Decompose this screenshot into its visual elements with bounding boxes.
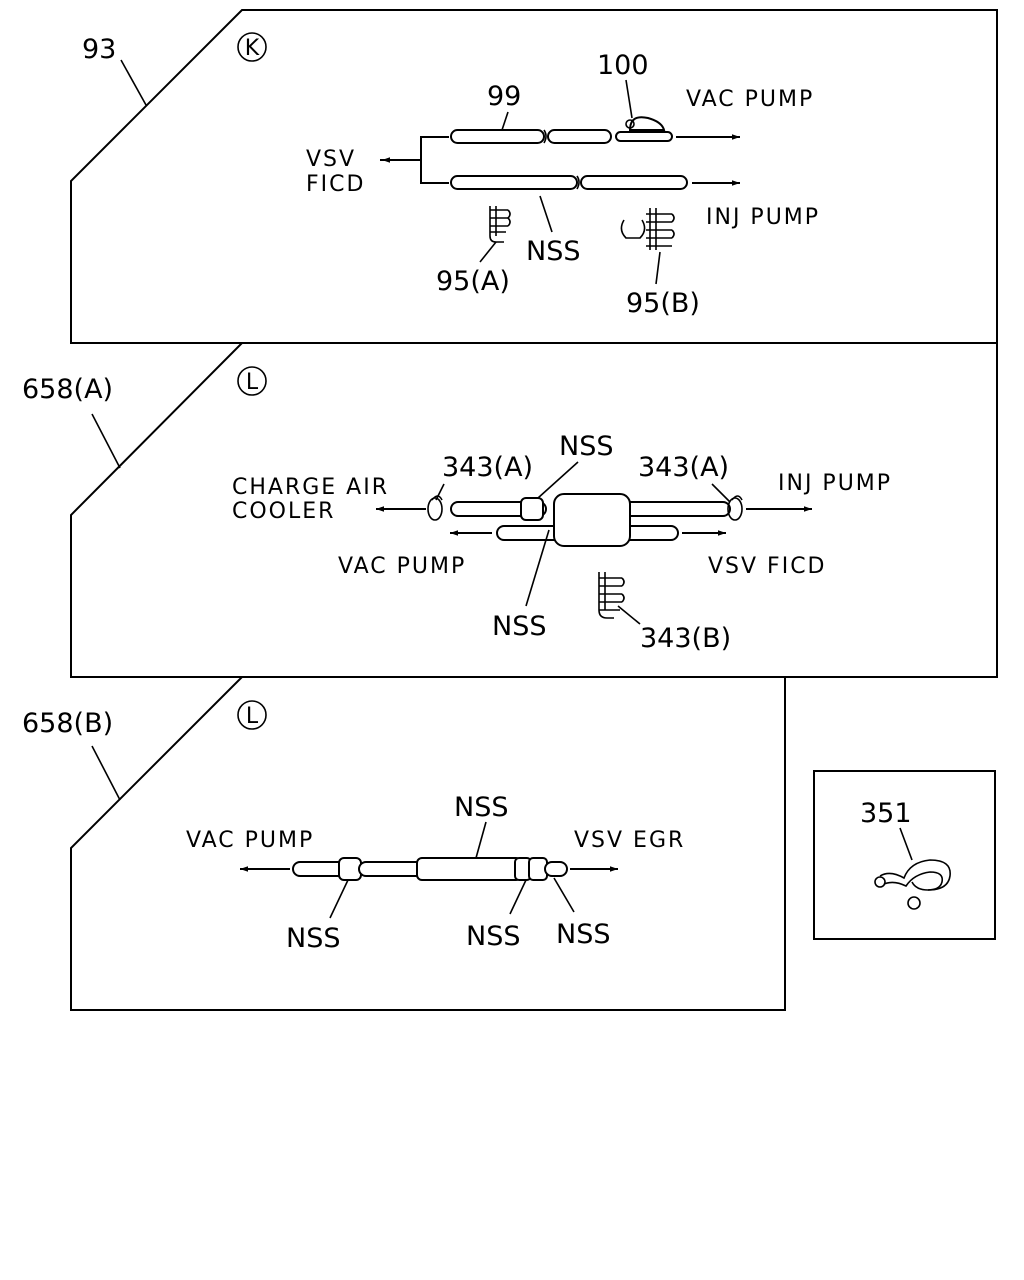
cooler-label: COOLER (232, 499, 335, 524)
hose-nss (450, 175, 688, 190)
vac-pump-label: VAC PUMP (338, 554, 466, 579)
clip-95b-label: 95(B) (626, 288, 700, 319)
nss-left-label: NSS (286, 923, 340, 954)
pipe-upper-right (619, 501, 731, 517)
vsv-egr-label: VSV EGR (574, 828, 685, 853)
charge-air-label: CHARGE AIR (232, 475, 389, 500)
clip-95b (620, 208, 675, 250)
vac-pump-label: VAC PUMP (686, 87, 814, 112)
nss-bottom-label: NSS (492, 611, 546, 642)
pipe-mid-left (358, 861, 424, 877)
part-351-label: 351 (860, 798, 912, 829)
callout-658a: 658(A) (22, 374, 113, 405)
callout-leader (91, 745, 121, 801)
clip-343b (598, 572, 625, 619)
sleeve-nss (520, 497, 544, 521)
panel-l-b-border (70, 676, 786, 1011)
inj-pump-label: INJ PUMP (778, 471, 892, 496)
part-100-fitting (628, 116, 666, 131)
clip-95a-label: 95(A) (436, 266, 510, 297)
clamp-343a-right (727, 495, 743, 521)
panel-l-a: 658(A) L 343(A) 343(A) NSS (22, 342, 998, 678)
nss-mid-label: NSS (466, 921, 520, 952)
inset-border (813, 770, 996, 940)
callout-leader (120, 59, 147, 106)
sleeve-left (338, 857, 362, 881)
nss-right-label: NSS (556, 919, 610, 950)
clamp-343a-right-label: 343(A) (638, 452, 729, 483)
vsv-label: VSV (306, 147, 356, 172)
hose-nss (416, 857, 522, 881)
ficd-label: FICD (306, 172, 365, 197)
callout-93: 93 (82, 34, 116, 65)
vac-pump-label: VAC PUMP (186, 828, 314, 853)
clamp-343a-left (427, 495, 443, 521)
part-99-label: 99 (487, 81, 521, 112)
view-marker (237, 700, 267, 730)
callout-658b: 658(B) (22, 708, 113, 739)
view-letter: L (246, 704, 259, 729)
pipe-right (544, 861, 568, 877)
panel-l-b: 658(B) L VAC PUMP VSV EGR NSS NSS NSS NS… (22, 676, 786, 1011)
hose-99 (450, 129, 673, 144)
nss-top-label: NSS (559, 431, 613, 462)
clip-351 (874, 859, 951, 910)
view-marker (237, 366, 267, 396)
view-letter: K (245, 36, 260, 61)
junction-block (553, 493, 631, 547)
nss-top-label: NSS (454, 792, 508, 823)
view-marker (237, 32, 267, 62)
inset-351: 351 (813, 770, 996, 940)
part-100-label: 100 (597, 50, 649, 81)
inj-pump-label: INJ PUMP (706, 205, 820, 230)
clip-95a (489, 206, 511, 243)
callout-leader (91, 413, 121, 469)
vsv-ficd-label: VSV FICD (708, 554, 827, 579)
nss-label: NSS (526, 236, 580, 267)
view-letter: L (246, 370, 259, 395)
clamp-343a-left-label: 343(A) (442, 452, 533, 483)
clip-343b-label: 343(B) (640, 623, 731, 654)
panel-k: 93 K 99 100 VAC PUMP VSV FICD IN (70, 9, 998, 344)
